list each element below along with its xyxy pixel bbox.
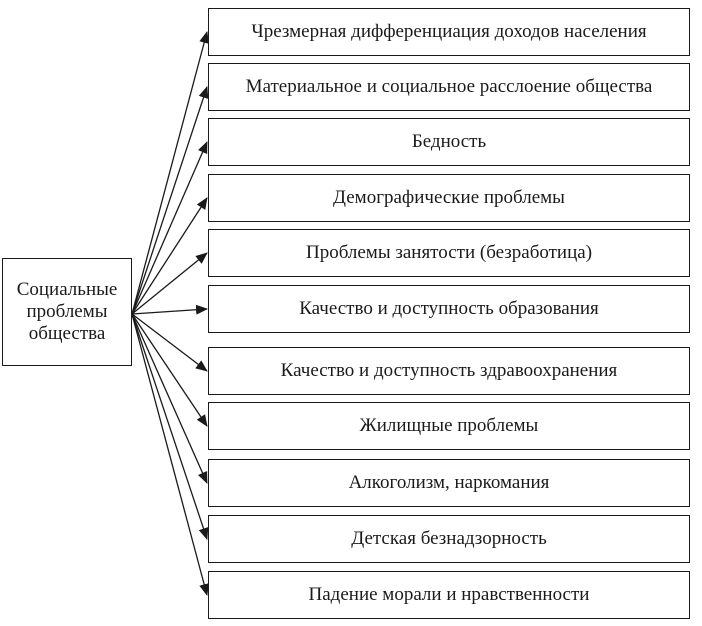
arrow-group — [131, 31, 210, 596]
target-box-income-differentiation: Чрезмерная дифференциация доходов населе… — [208, 8, 690, 56]
connector-arrow-3 — [131, 141, 208, 315]
connector-arrow-10 — [131, 313, 209, 540]
connector-arrow-7 — [131, 313, 208, 372]
target-box-alcoholism-drugs: Алкоголизм, наркомания — [208, 459, 690, 507]
source-line-2: проблемы — [26, 301, 108, 323]
target-label: Проблемы занятости (безработица) — [305, 242, 593, 264]
target-label: Качество и доступность образования — [299, 298, 599, 320]
target-label: Детская безнадзорность — [351, 528, 547, 550]
connector-arrow-8 — [131, 313, 208, 427]
target-box-employment-problems: Проблемы занятости (безработица) — [208, 229, 690, 277]
source-line-3: общества — [28, 322, 106, 344]
connector-arrow-6 — [131, 304, 208, 315]
target-label: Жилищные проблемы — [359, 415, 539, 437]
target-label: Демографические проблемы — [333, 187, 565, 209]
target-label: Алкоголизм, наркомания — [348, 472, 550, 494]
target-label: Бедность — [411, 131, 487, 153]
connector-arrow-11 — [131, 313, 209, 596]
target-box-education-quality: Качество и доступность образования — [208, 285, 690, 333]
target-box-social-stratification: Материальное и социальное расслоение общ… — [208, 63, 690, 111]
target-box-child-neglect: Детская безнадзорность — [208, 515, 690, 563]
connector-arrow-5 — [131, 252, 208, 315]
target-label: Чрезмерная дифференциация доходов населе… — [251, 21, 647, 43]
target-label: Материальное и социальное расслоение общ… — [245, 76, 653, 98]
target-box-housing-problems: Жилищные проблемы — [208, 402, 690, 450]
target-box-healthcare-quality: Качество и доступность здравоохранения — [208, 347, 690, 395]
target-box-demographic-problems: Демографические проблемы — [208, 174, 690, 222]
connector-arrow-1 — [131, 31, 210, 315]
connector-arrow-2 — [131, 86, 209, 315]
target-box-moral-decline: Падение морали и нравственности — [208, 571, 690, 619]
connector-arrow-4 — [131, 197, 208, 315]
target-box-poverty: Бедность — [208, 118, 690, 166]
source-box-social-problems: Социальные проблемы общества — [2, 258, 132, 366]
target-label: Качество и доступность здравоохранения — [280, 360, 618, 382]
source-line-1: Социальные — [16, 279, 118, 301]
target-label: Падение морали и нравственности — [308, 584, 590, 606]
connector-arrow-9 — [131, 313, 208, 484]
